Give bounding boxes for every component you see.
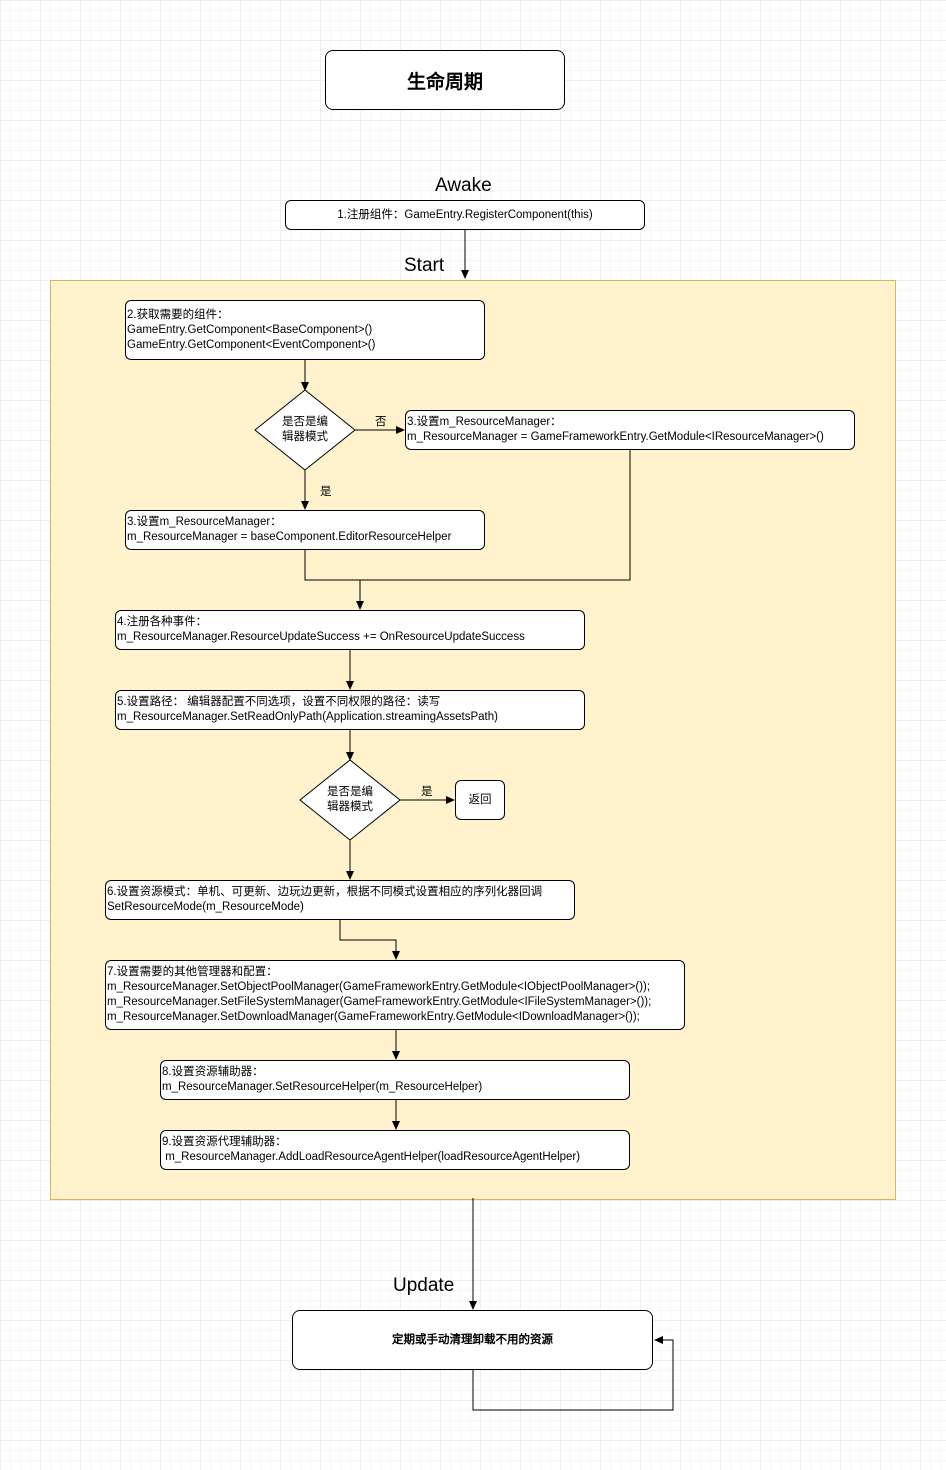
diagram-title: 生命周期 [325,50,565,110]
return-box: 返回 [455,780,505,820]
edge-label-no: 否 [375,416,387,428]
update-label: Update [393,1275,455,1296]
step-3-runtime-resource-manager: 3.设置m_ResourceManager： m_ResourceManager… [405,410,855,450]
step-3-editor-resource-manager: 3.设置m_ResourceManager： m_ResourceManager… [125,510,485,550]
step-4-register-events: 4.注册各种事件： m_ResourceManager.ResourceUpda… [115,610,585,650]
edge-label-yes-2: 是 [421,786,433,798]
edge-label-yes-1: 是 [320,486,332,498]
step-9-add-agent-helper: 9.设置资源代理辅助器： m_ResourceManager.AddLoadRe… [160,1130,630,1170]
step-1-register-component: 1.注册组件：GameEntry.RegisterComponent(this) [285,200,645,230]
step-5-set-paths: 5.设置路径： 编辑器配置不同选项，设置不同权限的路径：读写 m_Resourc… [115,690,585,730]
edge-s3yes-merge [304,450,631,581]
decision-1-label: 是否是编 辑器模式 [282,416,328,443]
edge-update-loop [472,1336,674,1411]
start-label: Start [404,255,445,276]
edge-s6-to-s7 [339,920,400,960]
awake-label: Awake [435,175,492,196]
step-7-set-managers: 7.设置需要的其他管理器和配置： m_ResourceManager.SetOb… [105,960,685,1030]
step-6-set-resource-mode: 6.设置资源模式：单机、可更新、边玩边更新，根据不同模式设置相应的序列化器回调 … [105,880,575,920]
update-cleanup-box: 定期或手动清理卸载不用的资源 [292,1310,653,1370]
decision-2-label: 是否是编 辑器模式 [327,786,373,813]
step-8-set-resource-helper: 8.设置资源辅助器： m_ResourceManager.SetResource… [160,1060,630,1100]
step-2-get-components: 2.获取需要的组件： GameEntry.GetComponent<BaseCo… [125,300,485,360]
